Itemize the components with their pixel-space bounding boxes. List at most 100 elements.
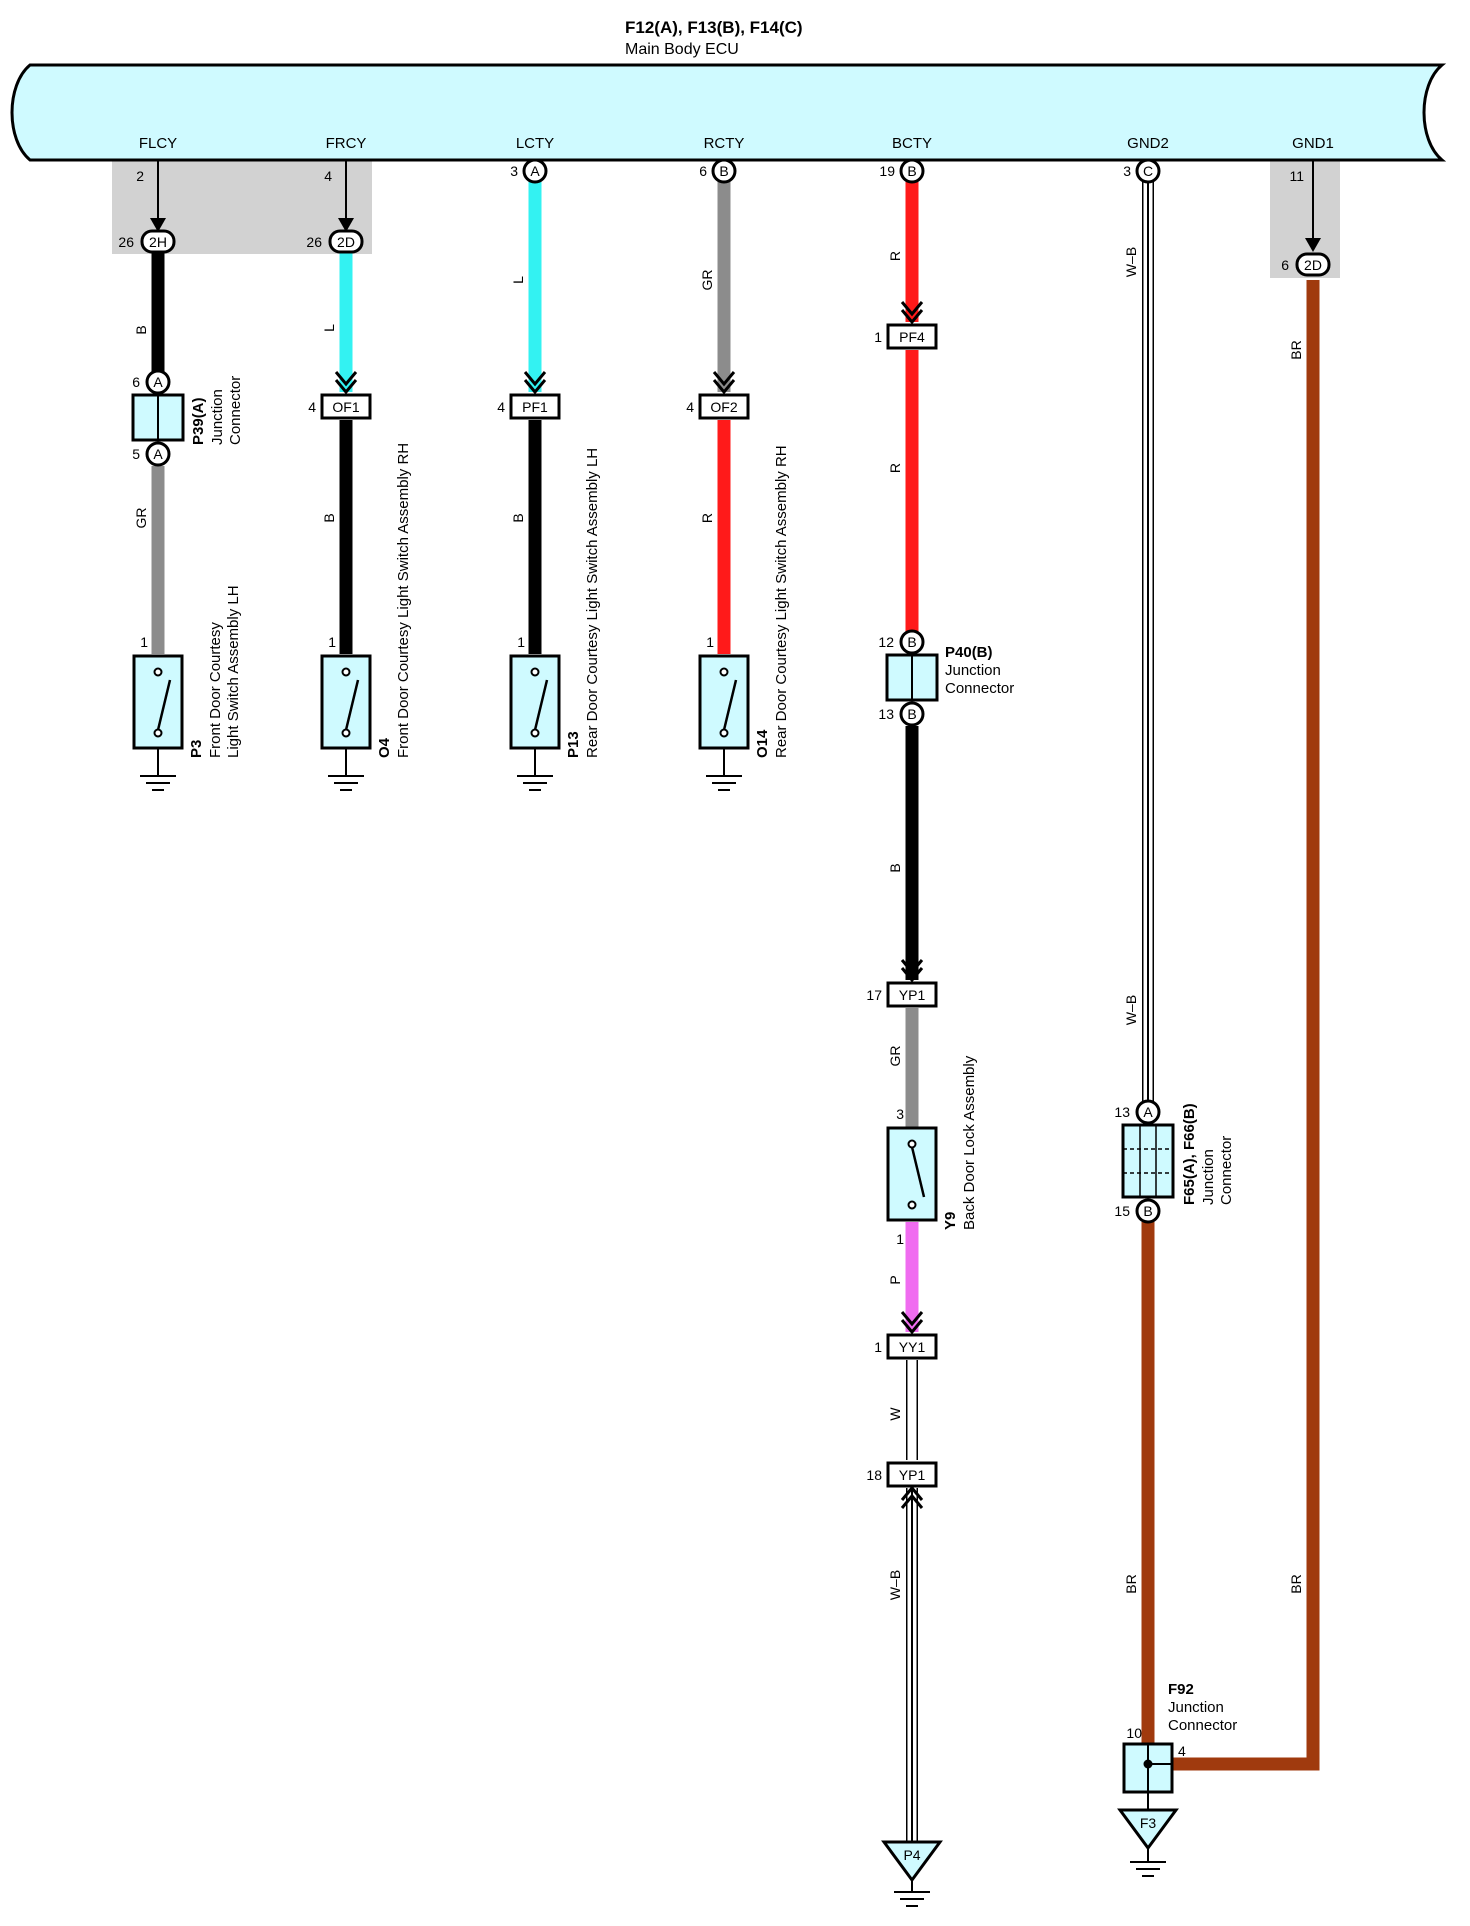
ground-p13	[517, 748, 553, 791]
f65-bottom-code: B	[1143, 1203, 1152, 1219]
wire-label-bcty-5: P	[887, 1275, 903, 1284]
ecu-pin-flcy: FLCY	[139, 135, 177, 152]
y9-id: Y9	[942, 1212, 959, 1230]
arrows	[150, 218, 1321, 1509]
pin-p13: 1	[517, 634, 525, 650]
wire-label-gnd2-2: W–B	[1123, 995, 1139, 1025]
chevron-rcty-a	[712, 371, 736, 387]
p40-pin-bottom	[899, 701, 925, 727]
p39-id: P39(A)	[190, 397, 207, 445]
wire-label-rcty-top: GR	[699, 270, 715, 291]
switch-o14-blade	[722, 679, 738, 731]
pin-p40-bottom: 13	[878, 706, 894, 722]
ground-p4-triangle	[881, 1840, 943, 1883]
switch-p13-blade	[533, 679, 549, 731]
ground-f3-triangle	[1117, 1808, 1179, 1851]
p39-line2: Connector	[227, 376, 244, 445]
conn-gnd2-ecu-code: C	[1143, 163, 1153, 179]
wire-label-gnd1-2: BR	[1288, 1574, 1304, 1593]
pin-y9-bottom: 1	[896, 1231, 904, 1247]
o4-line1: Front Door Courtesy Light Switch Assembl…	[395, 443, 412, 758]
chevron-bcty-up-b	[900, 1493, 924, 1509]
wire-color-labels: B GR L B L B GR R R R B GR P W W–B W–B W…	[133, 247, 1304, 1600]
p40-bottom-code: B	[907, 706, 916, 722]
ground-point-f3: F3	[1117, 1792, 1179, 1877]
wire-label-gnd2-1: W–B	[1123, 247, 1139, 277]
pin-gnd1-ecu: 11	[1289, 168, 1304, 184]
pin-y9-top: 3	[896, 1106, 904, 1122]
pin-yp1-b: 18	[866, 1467, 882, 1483]
f65-body	[1121, 1123, 1175, 1199]
pin-yy1: 1	[874, 1339, 882, 1355]
switches: 1 P3 Front Door Courtesy Light Switch As…	[132, 443, 978, 1247]
main-body-ecu-bar	[10, 63, 1447, 162]
conn-lcty-ecu-code: A	[530, 163, 540, 179]
pin-f92-left: 10	[1126, 1725, 1142, 1741]
f65-junction-connector: A 13 B 15 F65(A), F66(B) Junction Connec…	[1114, 1099, 1235, 1224]
p39-bottom-code: A	[153, 446, 163, 462]
ground-p4-code: P4	[903, 1847, 920, 1863]
f65-line1: Junction	[1200, 1149, 1217, 1205]
switch-p3-contact-bottom	[153, 728, 163, 738]
p39-pin-top	[145, 369, 171, 395]
pin-gnd1-jb: 6	[1281, 257, 1289, 273]
switch-y9-contact-bottom	[907, 1200, 917, 1210]
wire-label-rcty-bottom: R	[699, 513, 715, 523]
conn-of1-code: OF1	[332, 399, 359, 415]
switch-y9: 3 1 Y9 Back Door Lock Assembly	[886, 1055, 978, 1247]
ecu-pin-bcty: BCTY	[892, 135, 932, 152]
pin-gnd2-ecu: 3	[1123, 163, 1131, 179]
ecu-pin-gnd2: GND2	[1127, 135, 1169, 152]
pin-of1: 4	[308, 399, 316, 415]
p40-pin-top	[899, 629, 925, 655]
f65-pin-top	[1135, 1099, 1161, 1125]
chevron-rcty-b	[712, 379, 736, 395]
pin-pf1: 4	[497, 399, 505, 415]
p3-line1: Front Door Courtesy	[207, 622, 224, 758]
conn-yp1-b-code: YP1	[899, 1467, 926, 1483]
p40-line2: Connector	[945, 680, 1014, 697]
wire-label-bcty-4: GR	[887, 1046, 903, 1067]
jb-flcy-code: 2H	[149, 234, 167, 250]
p40-id: P40(B)	[945, 644, 993, 661]
jb-frcy-code: 2D	[337, 234, 355, 250]
wire-label-bcty-3: B	[887, 863, 903, 872]
wire-label-flcy-bottom: GR	[133, 508, 149, 529]
switch-o4-contact-top	[341, 667, 351, 677]
chevron-bcty-yp1-b	[900, 967, 924, 983]
o4-id: O4	[376, 737, 393, 758]
wire-label-bcty-1: R	[887, 251, 903, 261]
pin-p39-top: 6	[132, 374, 140, 390]
f65-id: F65(A), F66(B)	[1181, 1103, 1198, 1205]
chevron-bcty-yy1-b	[900, 1319, 924, 1335]
switch-o4: 1 O4 Front Door Courtesy Light Switch As…	[320, 443, 412, 758]
wire-label-frcy-bottom: B	[321, 513, 337, 522]
conn-yp1-b	[886, 1461, 938, 1488]
y9-line1: Back Door Lock Assembly	[961, 1055, 978, 1230]
switch-o4-contact-bottom	[341, 728, 351, 738]
switch-o14-contact-bottom	[719, 728, 729, 738]
p3-line2: Light Switch Assembly LH	[225, 585, 242, 758]
f65-top-code: A	[1143, 1104, 1153, 1120]
pin-f92-right: 4	[1178, 1743, 1186, 1759]
chevron-bcty-yp1-a	[900, 959, 924, 975]
switch-p13-contact-top	[530, 667, 540, 677]
switch-o4-blade	[344, 679, 360, 731]
o14-id: O14	[754, 729, 771, 758]
f92-line1: Junction	[1168, 1699, 1224, 1716]
arrow-gnd1-jb	[1305, 238, 1321, 252]
p40-top-code: B	[907, 634, 916, 650]
p39-junction-connector: A 6 A 5 P39(A) Junction Connector	[131, 369, 244, 467]
ecu-pin-connectors: A 3 B 6 B 19 C 3 2 4 11	[136, 158, 1304, 184]
ecu-pin-rcty: RCTY	[704, 135, 745, 152]
f92-line2: Connector	[1168, 1717, 1237, 1734]
pin-yp1-a: 17	[866, 987, 882, 1003]
pin-o4: 1	[328, 634, 336, 650]
switch-p3: 1 P3 Front Door Courtesy Light Switch As…	[132, 585, 242, 758]
jb-frcy-2d	[328, 229, 364, 254]
conn-yp1-a-code: YP1	[899, 987, 926, 1003]
wire-label-bcty-2: R	[887, 463, 903, 473]
conn-yy1-code: YY1	[899, 1339, 926, 1355]
ground-o4	[328, 748, 364, 791]
